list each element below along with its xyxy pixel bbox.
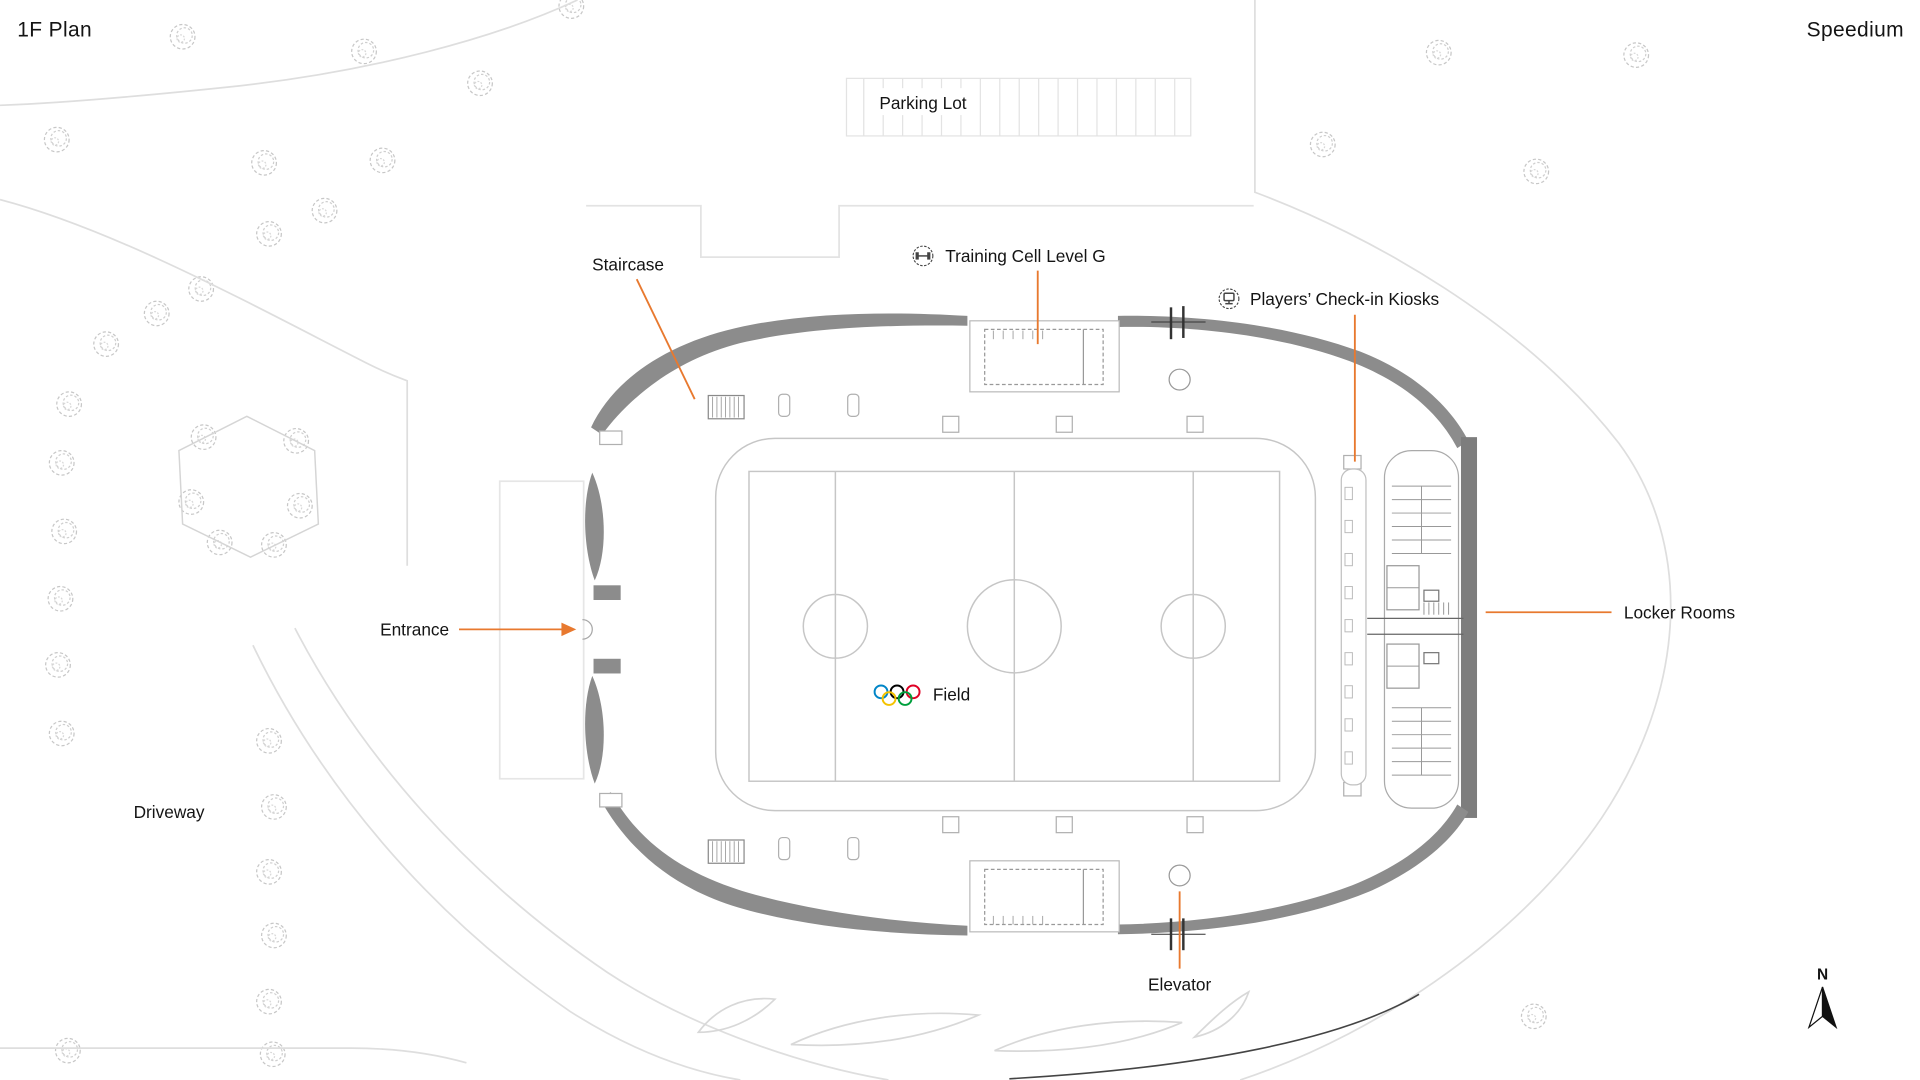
kiosks-icon bbox=[1218, 288, 1240, 310]
north-label: N bbox=[1817, 967, 1828, 984]
stadium-bowl bbox=[585, 313, 1478, 936]
entrance-arrow bbox=[459, 622, 577, 637]
roads-and-paths bbox=[0, 0, 1672, 1080]
north-arrow-icon bbox=[1807, 986, 1838, 1030]
page-title: 1F Plan bbox=[17, 19, 92, 42]
elevator-label: Elevator bbox=[1148, 975, 1212, 995]
kiosks-label: Players’ Check-in Kiosks bbox=[1250, 289, 1439, 309]
annotations bbox=[459, 270, 1612, 969]
olympic-rings-icon bbox=[873, 684, 921, 706]
field-area bbox=[714, 437, 1317, 812]
driveway-label: Driveway bbox=[134, 802, 205, 822]
staircase-label: Staircase bbox=[592, 255, 664, 275]
training-cell-top bbox=[969, 320, 1120, 393]
left-pod-upper bbox=[585, 472, 604, 581]
entrance-label: Entrance bbox=[380, 620, 449, 640]
section-mark-top bbox=[1151, 306, 1206, 340]
training-cell-icon bbox=[912, 245, 934, 267]
locker-band bbox=[1460, 437, 1478, 818]
structure-details bbox=[582, 306, 1362, 951]
staircase-leader-line bbox=[635, 278, 696, 400]
entrance-door bbox=[582, 618, 593, 640]
parking-stalls bbox=[863, 78, 1176, 136]
brand-title: Speedium bbox=[1807, 19, 1904, 42]
training-cell-label: Training Cell Level G bbox=[945, 246, 1105, 266]
ramp-curve bbox=[1009, 993, 1420, 1080]
parking-lot bbox=[845, 77, 1192, 137]
section-mark-bottom bbox=[1151, 918, 1206, 951]
left-pod-lower bbox=[585, 675, 604, 784]
tree-court-hexagon bbox=[178, 415, 320, 558]
field-label: Field bbox=[933, 684, 970, 704]
parking-lot-label: Parking Lot bbox=[879, 93, 967, 113]
locker-rooms-plan bbox=[1340, 450, 1464, 809]
elevator-bottom bbox=[1168, 864, 1191, 887]
elevator-top bbox=[1168, 368, 1191, 391]
training-cell-bottom bbox=[969, 860, 1120, 933]
locker-rooms-label: Locker Rooms bbox=[1624, 602, 1735, 622]
